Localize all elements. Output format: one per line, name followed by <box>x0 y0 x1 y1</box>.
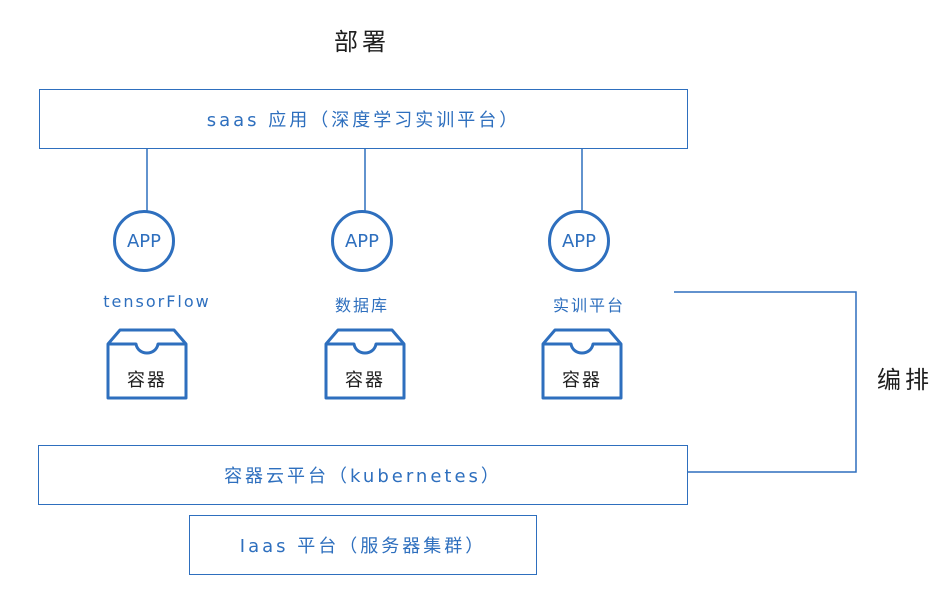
orchestration-label: 编排 <box>877 366 933 394</box>
app-icon: APP <box>331 210 393 272</box>
container-label: 容器 <box>345 370 385 391</box>
diagram-title: 部署 <box>334 28 390 56</box>
container-label: 容器 <box>562 370 602 391</box>
app-icon: APP <box>113 210 175 272</box>
k8s-layer-box: 容器云平台（kubernetes） <box>38 445 688 505</box>
saas-layer-box: saas 应用（深度学习实训平台） <box>39 89 688 149</box>
container-icon <box>106 328 188 400</box>
container-icon <box>541 328 623 400</box>
app-label-tensorflow: tensorFlow <box>103 292 211 311</box>
saas-layer-label: saas 应用（深度学习实训平台） <box>206 110 521 131</box>
orchestration-bracket <box>674 291 857 473</box>
iaas-layer-box: Iaas 平台（服务器集群） <box>189 515 537 575</box>
app-label-database: 数据库 <box>334 296 389 315</box>
app-label-training-platform: 实训平台 <box>552 296 625 315</box>
container-label: 容器 <box>127 370 167 391</box>
k8s-layer-label: 容器云平台（kubernetes） <box>224 466 502 487</box>
app-icon: APP <box>548 210 610 272</box>
iaas-layer-label: Iaas 平台（服务器集群） <box>239 536 487 557</box>
container-icon <box>324 328 406 400</box>
